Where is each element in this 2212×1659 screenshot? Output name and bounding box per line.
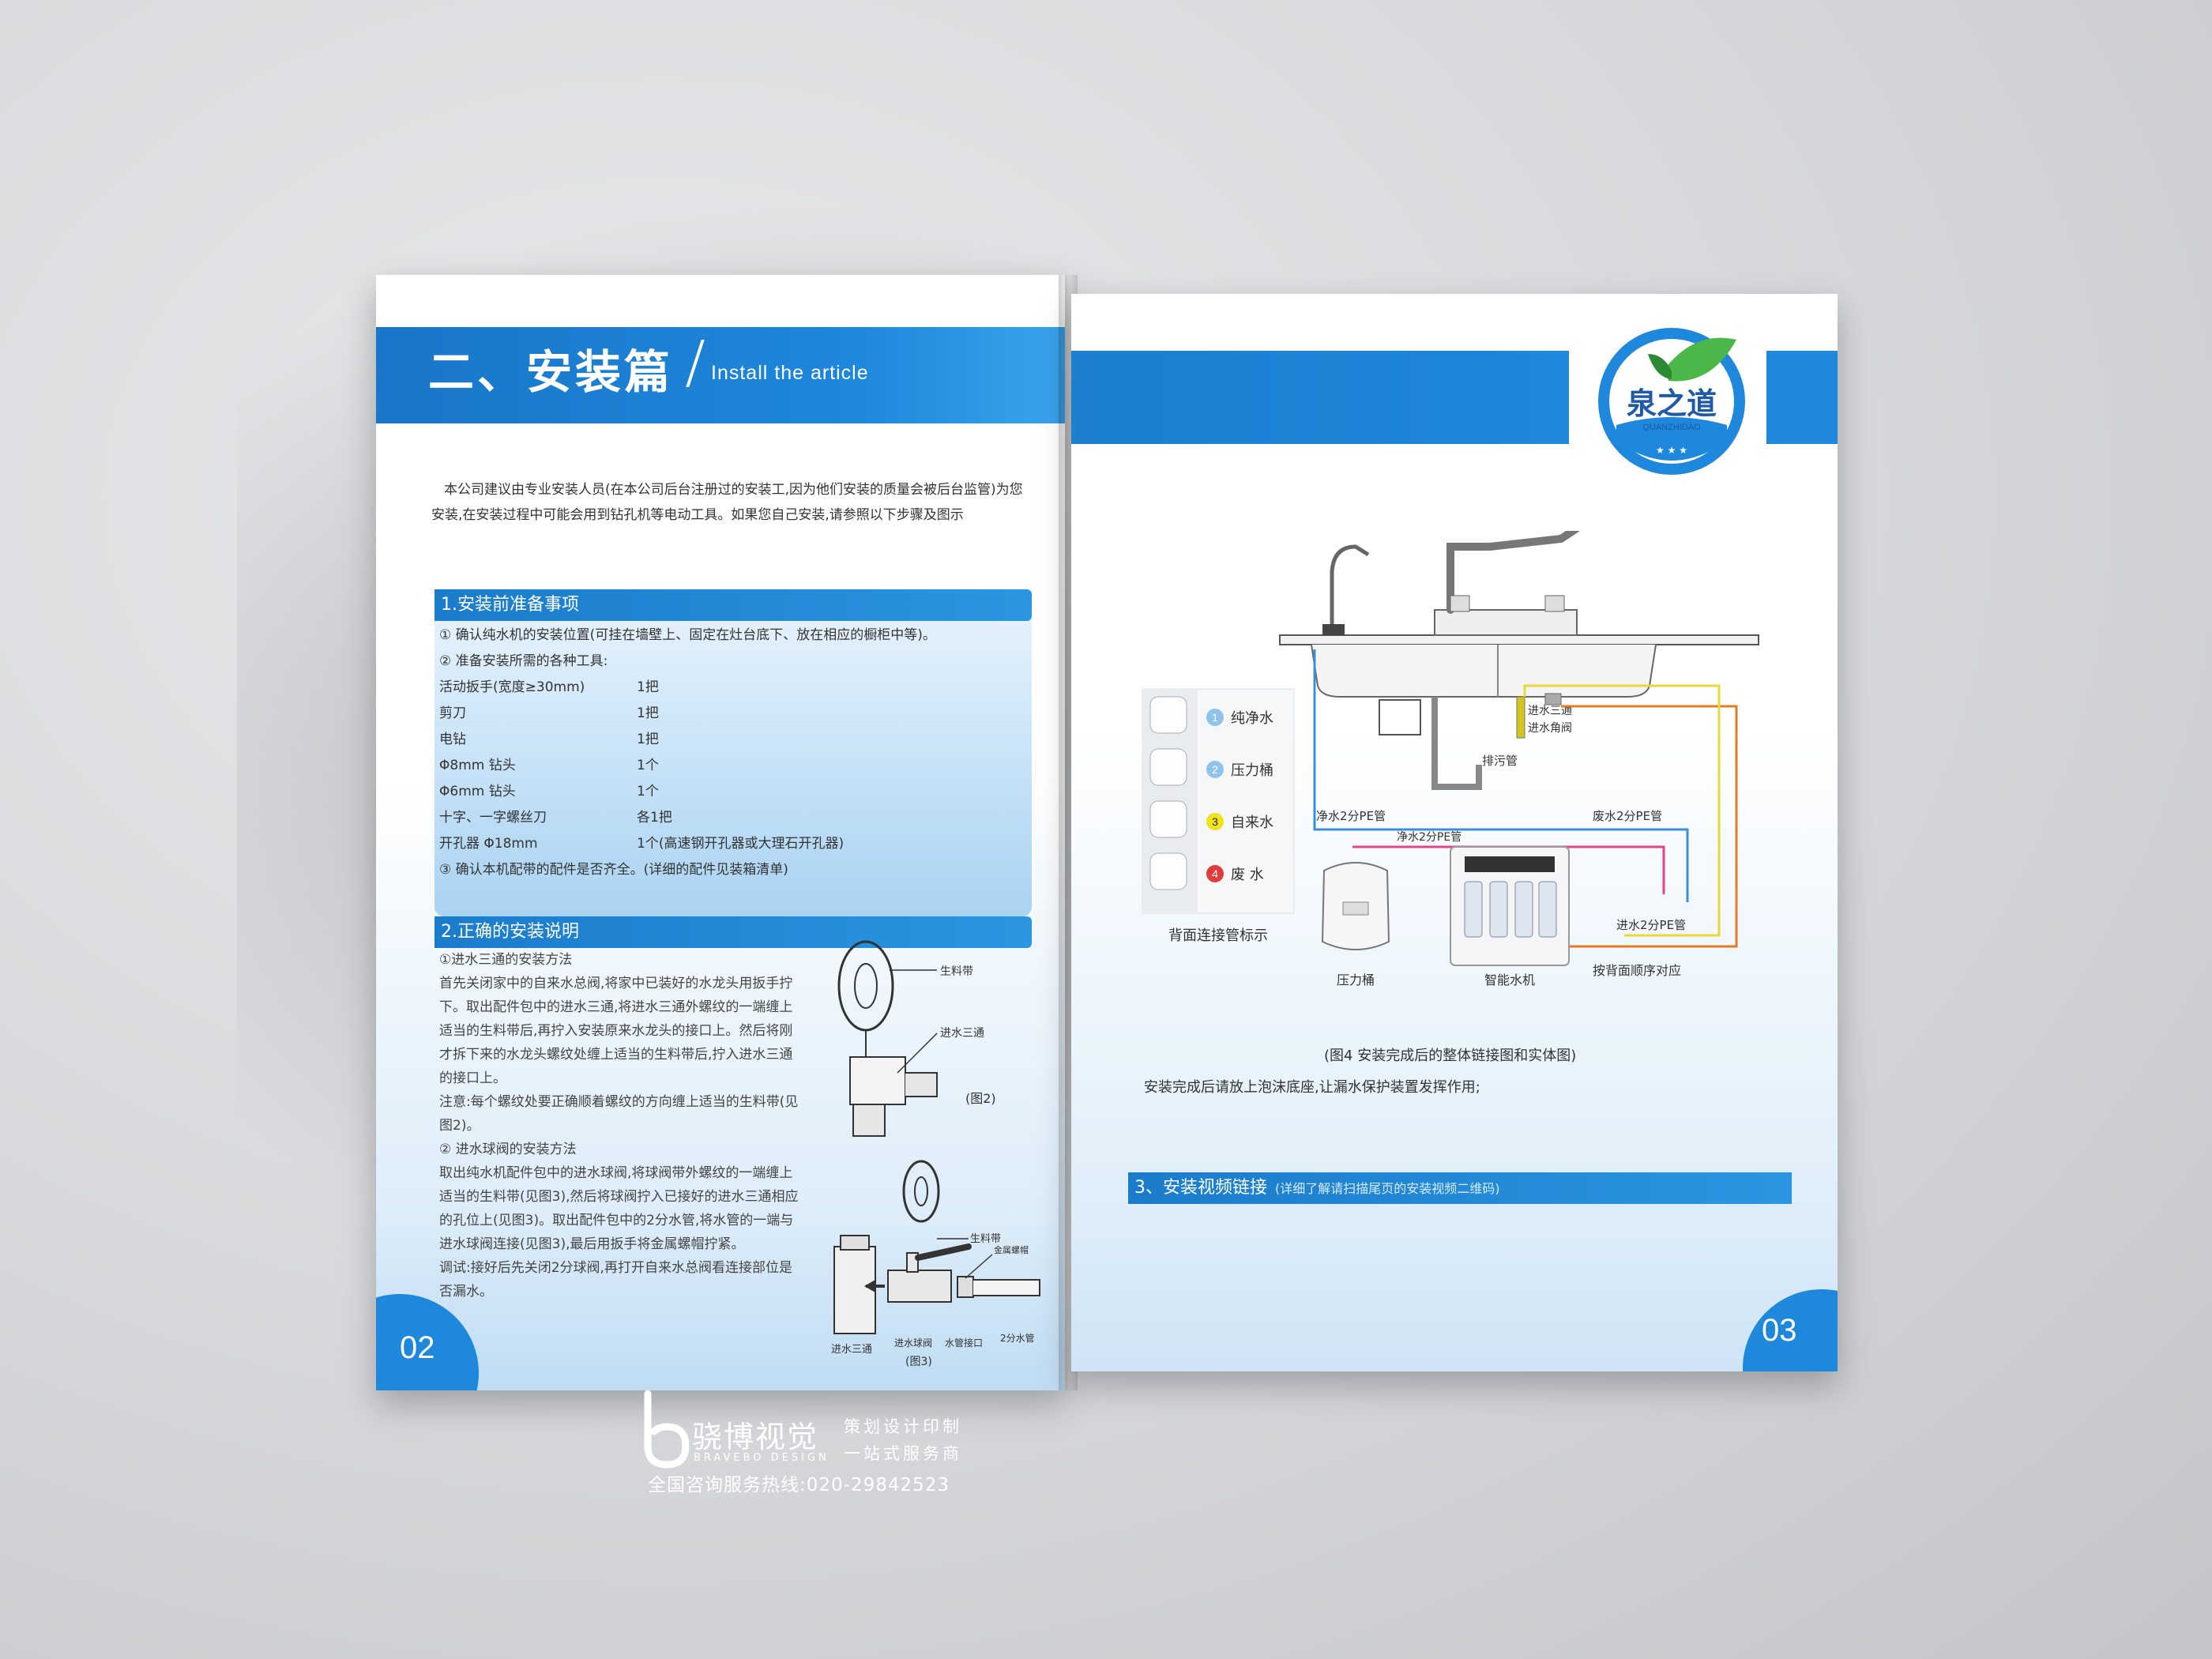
intro-paragraph: 本公司建议由专业安装人员(在本公司后台注册过的安装工,因为他们安装的质量会被后台… [431, 482, 1023, 523]
section1-title: 1.安装前准备事项 [434, 589, 1032, 621]
section3-title: 3、安装视频链接 (详细了解请扫描尾页的安装视频二维码) [1128, 1172, 1792, 1204]
figure-2-tee-drawing: 生料带 进水三通 (图2) [837, 940, 996, 1137]
tool-row: 活动扳手(宽度≥30mm)1把 [439, 679, 659, 695]
section2-sub1: ①进水三通的安装方法 [439, 952, 573, 968]
list-item: ① 确认纯水机的安装位置(可挂在墙壁上、固定在灶台底下、放在相应的橱柜中等)。 [439, 627, 936, 643]
label-pure-pipe2: 净水2分PE管 [1397, 831, 1462, 844]
page-subtitle: Install the article [711, 362, 869, 384]
brand-en: BRAVEBO DESIGN [694, 1452, 830, 1464]
install-note: 安装完成后请放上泡沫底座,让漏水保护装置发挥作用; [1144, 1079, 1480, 1096]
label-angle-valve: 进水角阀 [1528, 722, 1572, 735]
svg-text:自来水: 自来水 [1231, 814, 1273, 831]
brand-tagline-2: 一站式服务商 [844, 1444, 962, 1463]
fig3-label-pipe: 2分水管 [1000, 1332, 1035, 1344]
brand-tagline-1: 策划设计印制 [844, 1417, 962, 1436]
installation-diagram: 1 纯净水 2 压力桶 3 自来水 4 废 水 背面连接管标示 [1142, 531, 1759, 988]
label-pure-pipe: 净水2分PE管 [1316, 809, 1386, 823]
tool-row: 十字、一字螺丝刀各1把 [439, 810, 672, 826]
page-title: 二、安装篇 [428, 345, 674, 399]
legend-item: 3 自来水 [1206, 813, 1273, 831]
svg-text:压力桶: 压力桶 [1231, 762, 1273, 779]
fig3-label-valve: 进水球阀 [894, 1337, 932, 1349]
star-icon: ★ ★ ★ [1656, 445, 1687, 456]
fig3-label-tape: 生料带 [970, 1233, 1001, 1245]
brand-b-icon [644, 1390, 689, 1469]
section2-text: ①进水三通的安装方法 首先关闭家中的自来水总阀,将家中已装好的水龙头用扳手拧下。… [439, 948, 803, 1304]
section1-list: ① 确认纯水机的安装位置(可挂在墙壁上、固定在灶台底下、放在相应的橱柜中等)。 … [439, 623, 1024, 883]
section2-p1: 首先关闭家中的自来水总阀,将家中已装好的水龙头用扳手拧下。取出配件包中的进水三通… [439, 976, 793, 1086]
hotline: 全国咨询服务热线:020-29842523 [648, 1475, 950, 1495]
pure-water-pipe [1313, 649, 1689, 902]
logo-text: 泉之道 [1627, 386, 1717, 421]
page-number-right: 03 [1762, 1313, 1797, 1348]
svg-text:3: 3 [1212, 815, 1218, 828]
svg-text:2: 2 [1212, 763, 1218, 776]
page-number-left: 02 [400, 1330, 435, 1365]
label-machine: 智能水机 [1484, 972, 1535, 988]
right-header-band-end [1766, 351, 1838, 444]
legend-item: 2 压力桶 [1206, 761, 1273, 779]
fittings-photo [1149, 696, 1187, 890]
section1-box [434, 589, 1032, 916]
section2-sub2: ② 进水球阀的安装方法 [439, 1142, 577, 1157]
left-header-band [376, 327, 1065, 423]
svg-text:废 水: 废 水 [1231, 867, 1264, 883]
fig2-caption: (图2) [965, 1091, 996, 1106]
legend-item: 1 纯净水 [1206, 709, 1273, 727]
section2-title: 2.正确的安装说明 [434, 916, 1032, 948]
right-page: 泉之道 QUANZHIDAO ★ ★ ★ 1 纯净水 2 压力桶 3 自来水 [1071, 294, 1838, 1371]
label-drain: 排污管 [1482, 754, 1518, 768]
fig2-label-tape: 生料带 [940, 965, 973, 978]
inlet-water-pipe [1523, 684, 1721, 937]
label-waste-pipe: 废水2分PE管 [1593, 809, 1662, 823]
legend-item: 4 废 水 [1206, 865, 1264, 883]
fig3-label-tee: 进水三通 [831, 1344, 872, 1356]
section3-heading: 3、安装视频链接 [1134, 1178, 1267, 1198]
label-tee: 进水三通 [1528, 705, 1572, 717]
svg-text:4: 4 [1212, 867, 1218, 880]
logo-en: QUANZHIDAO [1642, 423, 1701, 432]
svg-text:1: 1 [1212, 711, 1218, 724]
section2-p3: 取出纯水机配件包中的进水球阀,将球阀带外螺纹的一端缠上适当的生料带(见图3),然… [439, 1165, 799, 1252]
fig3-caption: (图3) [905, 1356, 932, 1368]
waste-water-pipe [1561, 705, 1738, 948]
fig3-label-nut: 金属螺帽 [994, 1244, 1029, 1255]
label-tank: 压力桶 [1337, 972, 1375, 988]
quanzhidao-logo: 泉之道 QUANZHIDAO ★ ★ ★ [1598, 328, 1745, 475]
figure-4-caption: (图4 安装完成后的整体链接图和实体图) [1324, 1048, 1577, 1064]
right-header-band [1071, 351, 1569, 444]
section2-p4: 调试:接好后先关闭2分球阀,再打开自来水总阀看连接部位是否漏水。 [439, 1260, 792, 1300]
figure-3-valve-drawing: 生料带 金属螺帽 进水三通 进水球阀 水管接口 2分水管 (图3) [831, 1160, 1040, 1368]
fig3-label-port: 水管接口 [945, 1337, 983, 1349]
label-inlet-pipe: 进水2分PE管 [1616, 918, 1686, 932]
list-item: ③ 确认本机配带的配件是否齐全。(详细的配件见装箱清单) [439, 862, 788, 878]
list-item: ② 准备安装所需的各种工具: [439, 653, 608, 669]
fig2-label-tee: 进水三通 [940, 1027, 984, 1040]
leaf-icon-dark [1648, 354, 1672, 379]
brand-name: 骁博视觉 [692, 1420, 819, 1454]
section2-p2: 注意:每个螺纹处要正确顺着螺纹的方向缠上适当的生料带(见图2)。 [439, 1094, 799, 1134]
svg-text:纯净水: 纯净水 [1231, 710, 1273, 727]
legend-caption: 背面连接管标示 [1168, 927, 1268, 944]
leaf-icon [1665, 337, 1736, 382]
left-page: 二、安装篇 Install the article 本公司建议由专业安装人员(在… [376, 275, 1065, 1390]
section3-sub: (详细了解请扫描尾页的安装视频二维码) [1275, 1181, 1500, 1196]
label-order: 按背面顺序对应 [1593, 963, 1681, 978]
